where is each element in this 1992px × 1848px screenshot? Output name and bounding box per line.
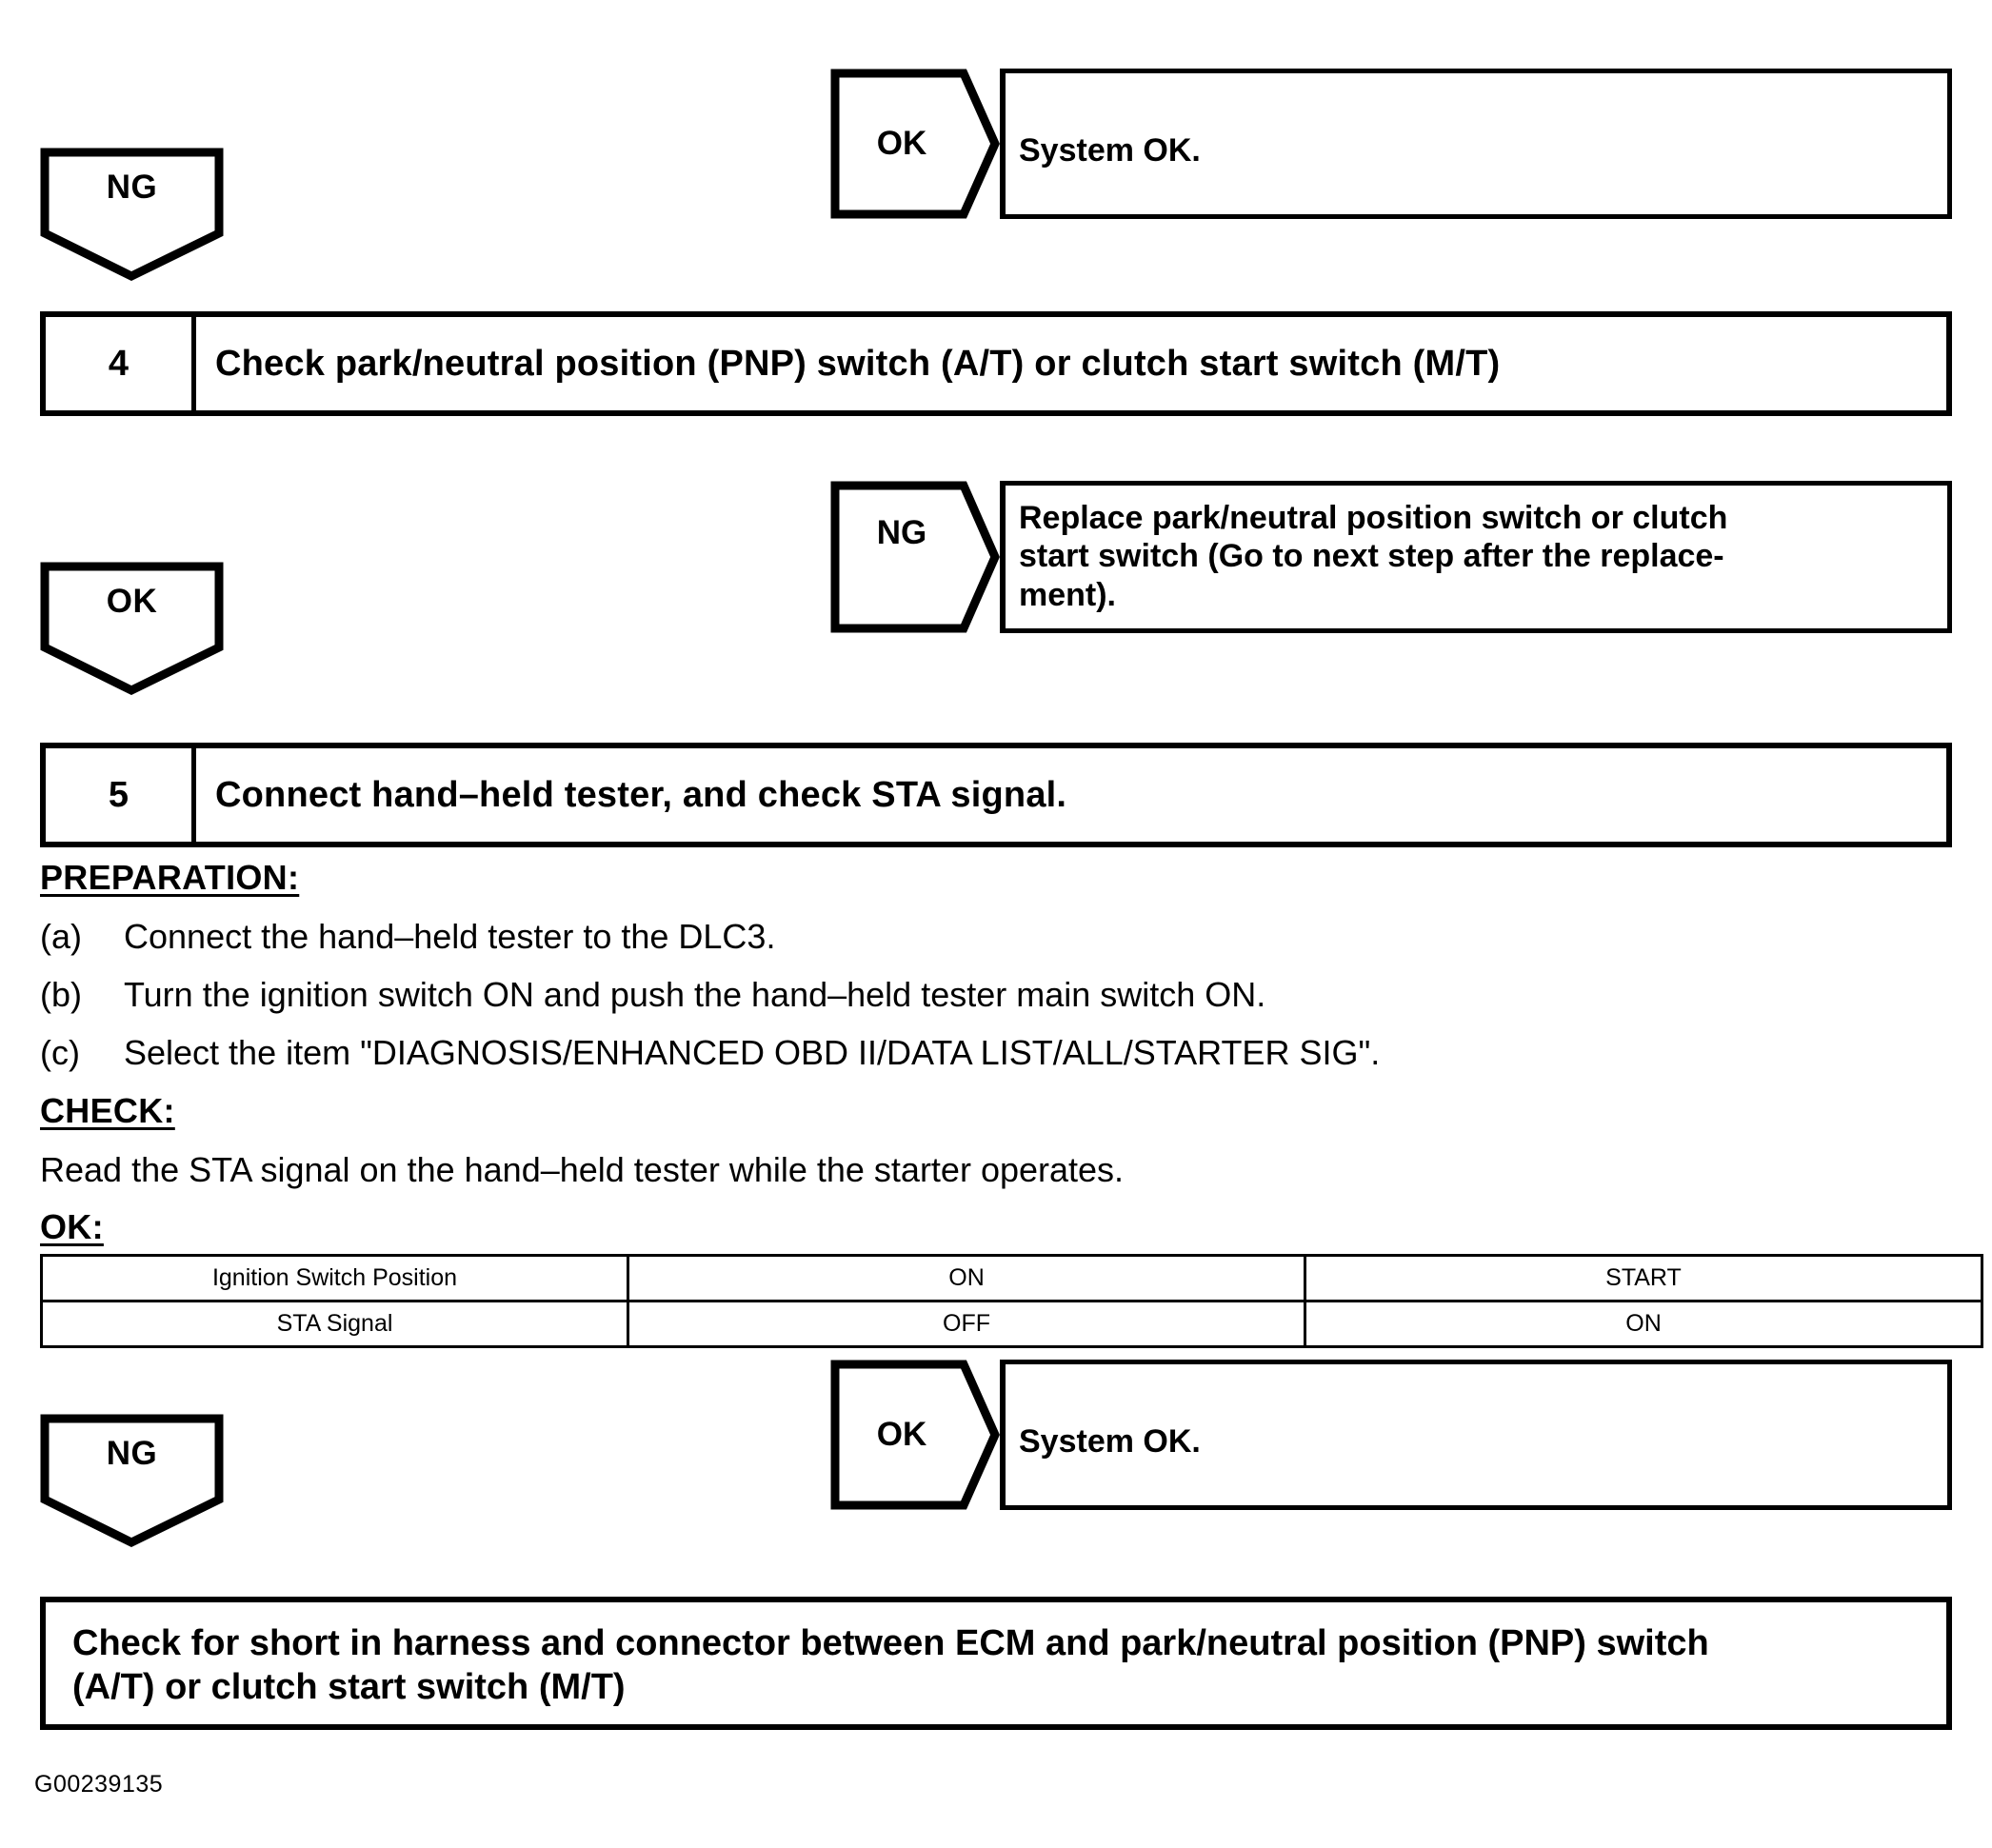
system-ok-text-bottom: System OK. [1019,1422,1201,1460]
preparation-item-b: (b) Turn the ignition switch ON and push… [40,975,1265,1015]
system-ok-text-top: System OK. [1019,131,1201,169]
ng-branch-step4: NG Replace park/neutral position switch … [830,481,1952,633]
preparation-item-c-text: Select the item "DIAGNOSIS/ENHANCED OBD … [124,1033,1381,1072]
ok-branch-top: OK System OK. [830,69,1952,219]
ok-right-arrow-top-label: OK [876,125,927,162]
right-arrow-icon [830,481,1000,633]
step-4-box: 4 Check park/neutral position (PNP) swit… [40,311,1952,416]
table-row: STA Signal OFF ON [40,1300,1983,1348]
ng-right-arrow-step4-label: NG [876,514,927,551]
preparation-item-c-marker: (c) [40,1033,80,1072]
figure-code: G00239135 [34,1771,164,1798]
ok-down-arrow-step4-label: OK [106,583,158,620]
step-5-number: 5 [46,748,196,842]
preparation-item-a-marker: (a) [40,917,82,956]
preparation-item-b-marker: (b) [40,975,82,1014]
ok-heading: OK: [40,1207,104,1246]
preparation-item-a: (a) Connect the hand–held tester to the … [40,917,775,957]
down-arrow-icon [40,1414,224,1547]
table-row: Ignition Switch Position ON START [40,1254,1983,1302]
step-5-box: 5 Connect hand–held tester, and check ST… [40,743,1952,847]
final-check-text: Check for short in harness and connector… [72,1623,1709,1708]
ok-right-arrow-top: OK [830,69,1000,219]
ok-branch-bottom: OK System OK. [830,1360,1952,1510]
final-check-box: Check for short in harness and connector… [40,1597,1952,1730]
table-cell-row1-label: STA Signal [40,1300,629,1348]
step-4-title: Check park/neutral position (PNP) switch… [215,343,1501,384]
preparation-item-b-text: Turn the ignition switch ON and push the… [124,975,1266,1014]
right-arrow-icon [830,1360,1000,1510]
down-arrow-icon [40,148,224,281]
ok-right-arrow-bottom-label: OK [876,1416,927,1453]
system-ok-box-top: System OK. [1000,69,1952,219]
ng-right-arrow-step4: NG [830,481,1000,633]
ng-down-arrow-top: NG [40,148,224,281]
system-ok-box-bottom: System OK. [1000,1360,1952,1510]
ng-down-arrow-bottom: NG [40,1414,224,1547]
check-text: Read the STA signal on the hand–held tes… [40,1150,1125,1189]
table-cell-row0-label: Ignition Switch Position [40,1254,629,1302]
preparation-item-c: (c) Select the item "DIAGNOSIS/ENHANCED … [40,1033,1380,1073]
ok-right-arrow-bottom: OK [830,1360,1000,1510]
ng-down-arrow-bottom-label: NG [106,1435,158,1472]
preparation-heading: PREPARATION: [40,858,300,897]
check-heading: CHECK: [40,1091,175,1130]
step-5-title: Connect hand–held tester, and check STA … [215,774,1067,815]
table-cell-row1-val0: OFF [627,1300,1306,1348]
sta-signal-table: Ignition Switch Position ON START STA Si… [40,1254,1983,1348]
table-cell-row0-val0: ON [627,1254,1306,1302]
table-cell-row0-val1: START [1304,1254,1983,1302]
step-4-number: 4 [46,317,196,410]
preparation-item-a-text: Connect the hand–held tester to the DLC3… [124,917,776,956]
ok-down-arrow-step4: OK [40,562,224,695]
replace-switch-box: Replace park/neutral position switch or … [1000,481,1952,633]
replace-switch-text: Replace park/neutral position switch or … [1019,500,1728,613]
down-arrow-icon [40,562,224,695]
right-arrow-icon [830,69,1000,219]
ng-down-arrow-top-label: NG [106,169,158,206]
table-cell-row1-val1: ON [1304,1300,1983,1348]
